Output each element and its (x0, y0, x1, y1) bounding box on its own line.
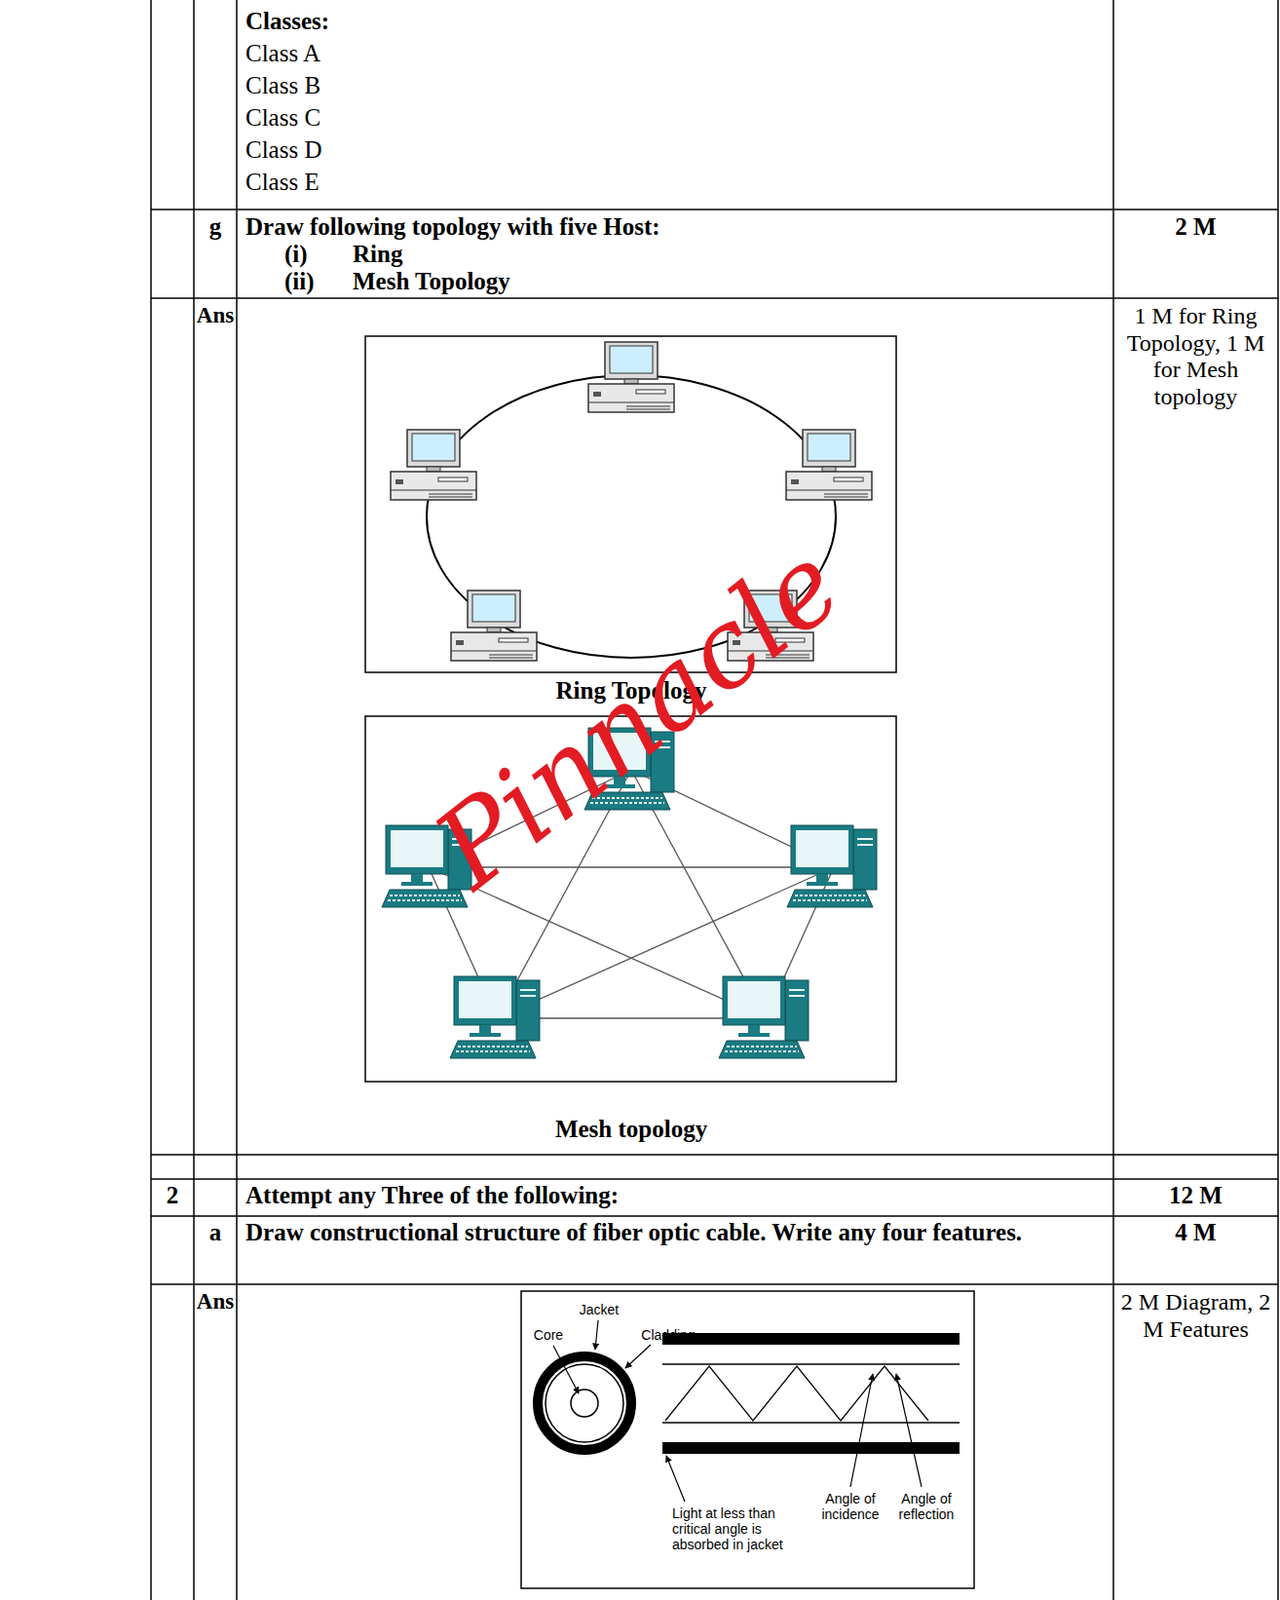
marks: 4 M (1117, 1218, 1275, 1247)
table-grid (150, 297, 1279, 300)
item-text: Mesh Topology (352, 267, 743, 297)
table-grid (150, 0, 152, 1600)
table-grid (150, 1177, 1279, 1180)
cell-text: Class C (245, 104, 636, 133)
figure-note: Angle of incidence (814, 1490, 887, 1522)
question-number: 2 (150, 1181, 194, 1210)
marks: 12 M (1117, 1181, 1275, 1210)
cell-text: Class E (245, 168, 636, 197)
marks-scheme: 1 M for Ring Topology, 1 M for Mesh topo… (1117, 302, 1275, 411)
part-name: Cladding (631, 1326, 706, 1343)
cell-text: Class A (245, 39, 636, 69)
leader-line (595, 1319, 599, 1350)
answer-label: Ans (193, 1288, 237, 1315)
item-text: Ring (352, 240, 743, 269)
cell-text: Class B (245, 72, 636, 101)
item-number: (i) (284, 240, 343, 269)
table-grid (150, 1214, 1279, 1217)
item-number: (ii) (284, 267, 343, 297)
host-computer (390, 429, 477, 500)
host-computer (787, 825, 877, 907)
leader-line (625, 1344, 651, 1368)
cladding-ring (545, 1363, 624, 1442)
core-circle (570, 1389, 599, 1417)
table-grid (150, 1153, 1279, 1156)
marks: 2 M (1117, 213, 1275, 242)
host-computer (718, 976, 809, 1058)
table-grid (235, 0, 238, 1600)
fiber-optic-figure (521, 1290, 975, 1588)
jacket-band (662, 1441, 960, 1454)
table-grid (192, 0, 195, 1600)
table-grid (150, 0, 1279, 1600)
host-computer (450, 976, 540, 1058)
table-grid (1112, 0, 1115, 1600)
question-text: Draw following topology with five Host: (245, 213, 1103, 242)
leader-line (666, 1455, 685, 1502)
table-grid (1277, 0, 1280, 1600)
watermark: Pinnacle (412, 520, 865, 912)
part-name: Core (524, 1326, 573, 1343)
host-computer (588, 341, 675, 413)
marks-scheme: 2 M Diagram, 2 M Features (1117, 1288, 1275, 1343)
question-letter: g (193, 213, 237, 242)
table-grid (150, 208, 1279, 211)
question-text: Attempt any Three of the following: (245, 1181, 1103, 1210)
figure-caption: Mesh topology (436, 1115, 827, 1144)
jacket-band (662, 1332, 960, 1345)
cell-heading: Classes: (245, 7, 636, 37)
question-letter: a (193, 1218, 237, 1247)
leader-line (553, 1345, 579, 1393)
figure-note: Light at less than critical angle is abs… (672, 1505, 809, 1552)
cladding-line (662, 1362, 960, 1365)
figure-note: Angle of reflection (888, 1490, 965, 1522)
part-name: Jacket (568, 1301, 630, 1318)
host-computer (786, 429, 872, 500)
host-computer (451, 590, 537, 661)
leader-line (896, 1373, 922, 1487)
light-ray (665, 1365, 929, 1421)
figure-frame (521, 1290, 975, 1588)
question-text: Draw constructional structure of fiber o… (245, 1218, 1103, 1247)
table-grid (150, 1282, 1279, 1285)
cladding-line (662, 1421, 960, 1424)
jacket-ring (537, 1355, 632, 1450)
answer-label: Ans (193, 302, 237, 329)
cell-text: Class D (245, 136, 636, 165)
leader-line (850, 1373, 873, 1487)
